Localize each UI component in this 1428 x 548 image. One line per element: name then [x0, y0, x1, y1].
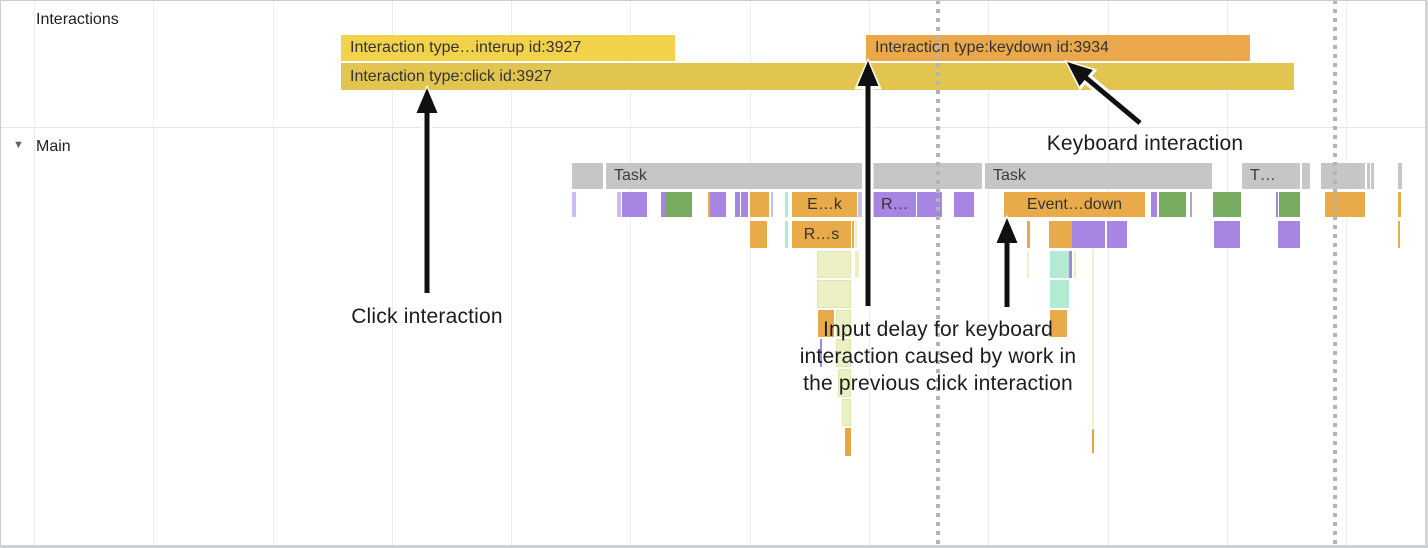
flame-segment[interactable]	[872, 163, 982, 189]
flame-segment[interactable]	[954, 192, 974, 217]
gridline	[153, 0, 154, 545]
click-interaction-label: Click interaction	[351, 305, 503, 328]
flame-segment[interactable]	[1276, 192, 1278, 217]
flame-segment[interactable]	[1027, 221, 1030, 248]
flame-segment[interactable]	[858, 192, 862, 217]
flame-segment[interactable]	[1190, 192, 1192, 217]
gridline	[34, 0, 35, 545]
flame-segment[interactable]	[855, 251, 859, 278]
gridline	[273, 0, 274, 545]
panel-border	[0, 0, 1, 545]
gridline	[1108, 0, 1109, 545]
interaction-bar-interup[interactable]: Interaction type…interup id:3927	[341, 35, 675, 61]
flame-event-bar[interactable]: R…	[873, 192, 916, 217]
panel-border	[1425, 0, 1428, 548]
flame-segment[interactable]	[1398, 221, 1400, 248]
flame-segment[interactable]	[836, 310, 851, 337]
flame-segment[interactable]	[750, 221, 767, 248]
task-bar[interactable]: Task	[985, 163, 1212, 189]
flame-segment[interactable]	[1092, 429, 1094, 453]
flame-segment[interactable]	[1050, 310, 1067, 337]
flame-segment[interactable]	[735, 192, 740, 217]
flame-segment[interactable]	[708, 192, 710, 217]
flame-segment[interactable]	[1371, 163, 1374, 189]
panel-border	[0, 545, 1428, 548]
flame-segment[interactable]	[845, 428, 851, 456]
flame-segment[interactable]	[1072, 221, 1105, 248]
flame-segment[interactable]	[1049, 221, 1072, 248]
flame-segment[interactable]	[741, 192, 748, 217]
flame-segment[interactable]	[1027, 251, 1029, 278]
gridline	[750, 0, 751, 545]
gridline	[630, 0, 631, 545]
keyboard-interaction-label: Keyboard interaction	[1046, 132, 1244, 155]
flame-segment[interactable]	[1074, 251, 1076, 278]
flame-segment[interactable]	[817, 251, 851, 278]
flame-segment[interactable]	[1213, 192, 1241, 217]
flame-segment[interactable]	[818, 310, 834, 337]
task-bar[interactable]: T…	[1242, 163, 1300, 189]
flame-segment[interactable]	[1367, 163, 1370, 189]
flame-segment[interactable]	[1159, 192, 1186, 217]
flame-event-bar[interactable]: E…k	[792, 192, 857, 217]
flame-segment[interactable]	[1050, 251, 1069, 278]
flame-segment[interactable]	[852, 221, 854, 248]
flame-segment[interactable]	[1325, 192, 1365, 217]
marker-dotted-line	[936, 0, 940, 545]
flame-segment[interactable]	[1321, 163, 1365, 189]
flame-segment[interactable]	[661, 192, 665, 217]
flame-segment[interactable]	[1092, 249, 1094, 427]
flame-segment[interactable]	[771, 192, 773, 217]
flame-segment[interactable]	[1398, 192, 1401, 217]
flame-segment[interactable]	[710, 192, 726, 217]
flame-segment[interactable]	[1278, 221, 1300, 248]
interactions-track-label: Interactions	[36, 11, 119, 28]
flame-segment[interactable]	[820, 339, 822, 367]
flame-segment[interactable]	[1050, 280, 1069, 308]
flame-event-bar[interactable]: Event…down	[1004, 192, 1145, 217]
flame-segment[interactable]	[836, 339, 851, 367]
gridline	[392, 0, 393, 545]
input-delay-label: Input delay for keyboard interaction cau…	[799, 318, 1077, 395]
gridline	[1346, 0, 1347, 545]
flame-segment[interactable]	[785, 221, 788, 248]
panel-border	[0, 0, 1428, 1]
flame-segment[interactable]	[1107, 221, 1127, 248]
flame-segment[interactable]	[785, 192, 788, 217]
gridline	[988, 0, 989, 545]
flame-segment[interactable]	[838, 369, 851, 397]
main-track-label: Main	[36, 138, 71, 155]
flame-segment[interactable]	[1398, 163, 1402, 189]
interaction-bar-keydown[interactable]: Interaction type:keydown id:3934	[866, 35, 1250, 61]
flame-segment[interactable]	[1214, 221, 1240, 248]
flame-segment[interactable]	[1151, 192, 1157, 217]
flame-segment[interactable]	[817, 280, 851, 308]
gridline	[1227, 0, 1228, 545]
flame-segment[interactable]	[842, 399, 851, 426]
main-track-collapse-toggle[interactable]: ▼	[13, 139, 24, 151]
flame-segment[interactable]	[572, 163, 603, 189]
track-separator	[0, 127, 1428, 128]
flame-segment[interactable]	[855, 221, 857, 248]
flame-segment[interactable]	[1302, 163, 1310, 189]
flame-segment[interactable]	[750, 192, 769, 217]
flame-segment[interactable]	[665, 192, 692, 217]
flame-segment[interactable]	[1069, 251, 1072, 278]
flame-segment[interactable]	[617, 192, 621, 217]
gridline	[511, 0, 512, 545]
flame-segment[interactable]	[572, 192, 576, 217]
flame-segment[interactable]	[1279, 192, 1300, 217]
marker-dotted-line	[1333, 0, 1337, 545]
interaction-bar-click[interactable]: Interaction type:click id:3927	[341, 63, 1294, 90]
flame-event-bar[interactable]: R…s	[792, 221, 851, 248]
task-bar[interactable]: Task	[606, 163, 862, 189]
flame-segment[interactable]	[622, 192, 647, 217]
